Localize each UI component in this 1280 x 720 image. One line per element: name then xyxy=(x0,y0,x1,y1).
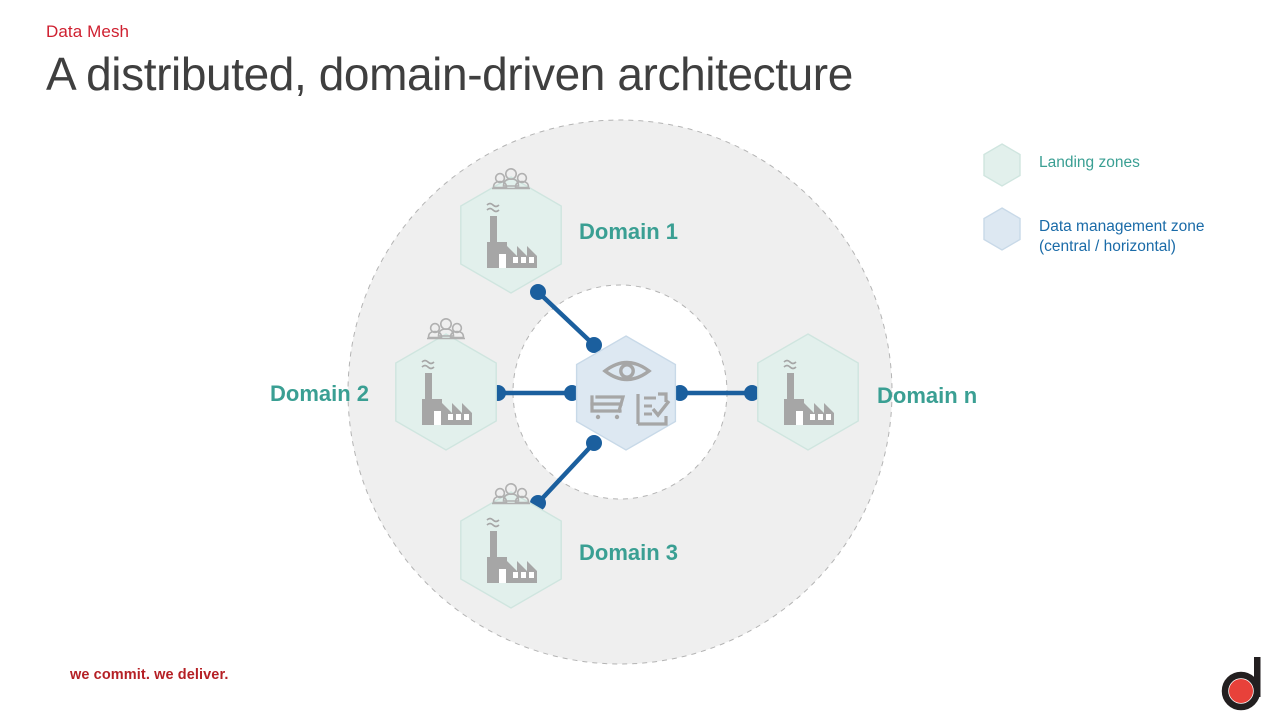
factory-icon xyxy=(486,517,537,583)
domain-hexagon-domain-n[interactable] xyxy=(757,333,859,451)
legend-item-landing-zones: Landing zones xyxy=(978,141,1268,189)
checklist-icon xyxy=(636,392,671,426)
tagline: we commit. we deliver. xyxy=(70,667,229,683)
legend: Landing zones Data management zone (cent… xyxy=(978,141,1268,274)
connector-dot-center-bottom xyxy=(586,435,602,451)
domain-hexagon-domain-3[interactable] xyxy=(460,483,562,609)
central-data-management-hexagon[interactable] xyxy=(575,335,677,451)
eyebrow-label: Data Mesh xyxy=(46,22,130,41)
factory-icon xyxy=(783,359,834,425)
slide-header: Data Mesh A distributed, domain-driven a… xyxy=(46,22,1146,103)
people-group-icon xyxy=(492,483,530,505)
domain-label-domain-1: Domain 1 xyxy=(579,219,679,244)
domain-hexagon-domain-2[interactable] xyxy=(395,318,497,451)
shopping-cart-icon xyxy=(590,395,626,420)
company-logo-d xyxy=(1221,657,1261,711)
eye-icon xyxy=(602,360,652,382)
people-group-icon xyxy=(492,168,530,190)
hexagon-mint-swatch-icon xyxy=(983,143,1021,187)
factory-icon xyxy=(486,202,537,268)
domain-label-domain-2: Domain 2 xyxy=(270,381,370,406)
connector-domain-3 xyxy=(536,441,596,505)
people-group-icon xyxy=(427,318,465,340)
legend-item-data-management-zone: Data management zone (central / horizont… xyxy=(978,205,1268,258)
legend-label-landing-zones: Landing zones xyxy=(1039,154,1140,171)
connector-dot-center-top xyxy=(586,337,602,353)
connector-dot-domain-1-out xyxy=(530,284,546,300)
hexagon-blue-swatch-icon xyxy=(983,207,1021,251)
domain-label-domain-n: Domain n xyxy=(877,383,978,408)
connector-dot-domain-n-in xyxy=(744,385,760,401)
domain-label-domain-3: Domain 3 xyxy=(579,540,679,565)
page-title: A distributed, domain-driven architectur… xyxy=(46,48,853,101)
factory-icon xyxy=(421,359,472,425)
connector-domain-1 xyxy=(536,290,596,347)
legend-label-data-management-zone: Data management zone (central / horizont… xyxy=(1039,218,1205,256)
domain-hexagon-domain-1[interactable] xyxy=(460,168,562,294)
